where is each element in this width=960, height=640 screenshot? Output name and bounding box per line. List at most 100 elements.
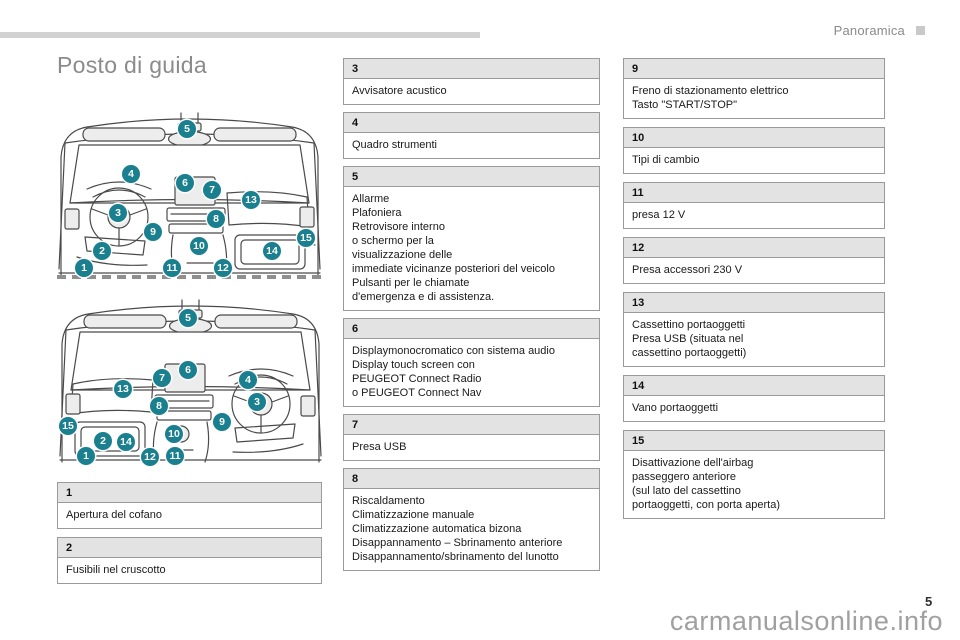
legend-item-line: (sul lato del cassettino xyxy=(632,485,741,497)
legend-item-line: Quadro strumenti xyxy=(352,139,437,151)
legend-item-line: Presa USB (situata nel xyxy=(632,333,744,345)
callout-badge-13: 13 xyxy=(242,191,260,209)
callout-badge-7: 7 xyxy=(203,181,221,199)
callout-badge-2: 2 xyxy=(94,432,112,450)
legend-item-line: immediate vicinanze posteriori del veico… xyxy=(352,263,555,275)
callout-badge-9: 9 xyxy=(213,413,231,431)
callout-badge-14: 14 xyxy=(117,433,135,451)
legend-item-line: cassettino portaoggetti) xyxy=(632,347,747,359)
page-number: 5 xyxy=(925,594,933,609)
top-accent-bar xyxy=(0,32,480,38)
legend-item-line: PEUGEOT Connect Radio xyxy=(352,373,482,385)
legend-item-number: 2 xyxy=(58,538,321,558)
legend-item-line: passeggero anteriore xyxy=(632,471,736,483)
legend-item-line: Pulsanti per le chiamate xyxy=(352,277,470,289)
legend-item-number: 3 xyxy=(344,59,599,79)
legend-item-line: Vano portaoggetti xyxy=(632,402,719,414)
legend-item-line: o PEUGEOT Connect Nav xyxy=(352,387,482,399)
legend-item-line: presa 12 V xyxy=(632,209,686,221)
section-label: Panoramica xyxy=(833,23,905,38)
legend-item-line: Fusibili nel cruscotto xyxy=(66,564,166,576)
legend-item-line: Freno di stazionamento elettrico xyxy=(632,85,789,97)
legend-item-text: Apertura del cofano xyxy=(58,503,321,528)
callout-badge-3: 3 xyxy=(109,204,127,222)
callout-badge-15: 15 xyxy=(297,229,315,247)
legend-item-line: Disappannamento – Sbrinamento anteriore xyxy=(352,537,563,549)
page-title: Posto di guida xyxy=(57,52,207,78)
legend-item-line: Tasto "START/STOP" xyxy=(632,99,738,111)
legend-item-line: Disappannamento/sbrinamento del lunotto xyxy=(352,551,559,563)
legend-item-number: 4 xyxy=(344,113,599,133)
callout-badge-14: 14 xyxy=(263,242,281,260)
legend-item-line: Tipi di cambio xyxy=(632,154,700,166)
callout-badge-5: 5 xyxy=(178,120,196,138)
callout-badge-15: 15 xyxy=(59,417,77,435)
section-marker-icon xyxy=(916,26,925,35)
legend-item-line: visualizzazione delle xyxy=(352,249,453,261)
legend-item-line: Climatizzazione manuale xyxy=(352,509,475,521)
callout-badge-7: 7 xyxy=(153,369,171,387)
legend-item-line: Retrovisore interno xyxy=(352,221,445,233)
legend-item-line: Apertura del cofano xyxy=(66,509,163,521)
callout-badge-1: 1 xyxy=(77,447,95,465)
legend-item-11: 11 presa 12 V xyxy=(623,182,885,229)
illustration-divider xyxy=(57,275,323,279)
legend-item-text: Fusibili nel cruscotto xyxy=(58,558,321,583)
callout-badge-10: 10 xyxy=(190,237,208,255)
callout-badge-3: 3 xyxy=(248,393,266,411)
callout-badge-10: 10 xyxy=(165,425,183,443)
callout-badge-8: 8 xyxy=(207,210,225,228)
callout-badge-4: 4 xyxy=(239,371,257,389)
callout-badge-12: 12 xyxy=(214,259,232,277)
callout-badge-9: 9 xyxy=(144,223,162,241)
callout-badge-11: 11 xyxy=(163,259,181,277)
callout-badge-4: 4 xyxy=(122,165,140,183)
legend-item-text: Avvisatore acustico xyxy=(344,79,599,104)
callout-badge-2: 2 xyxy=(93,242,111,260)
legend-item-number: 5 xyxy=(344,167,599,187)
callout-badge-8: 8 xyxy=(150,397,168,415)
legend-item-number: 15 xyxy=(624,431,884,451)
legend-item-line: Presa accessori 230 V xyxy=(632,264,743,276)
legend-item-text: Tipi di cambio xyxy=(624,148,884,173)
legend-item-text: Presa USB xyxy=(344,435,599,460)
legend-item-number: 7 xyxy=(344,415,599,435)
legend-item-line: Displaymonocromatico con sistema audio xyxy=(352,345,555,357)
legend-item-line: Allarme xyxy=(352,193,390,205)
legend-item-line: Presa USB xyxy=(352,441,407,453)
legend-item-line: Climatizzazione automatica bizona xyxy=(352,523,522,535)
legend-item-number: 12 xyxy=(624,238,884,258)
legend-item-line: d'emergenza e di assistenza. xyxy=(352,291,495,303)
legend-item-text: presa 12 V xyxy=(624,203,884,228)
legend-item-number: 11 xyxy=(624,183,884,203)
callout-badge-12: 12 xyxy=(141,448,159,466)
legend-item-line: Cassettino portaoggetti xyxy=(632,319,746,331)
legend-item-line: portaoggetti, con porta aperta) xyxy=(632,499,780,511)
legend-item-number: 9 xyxy=(624,59,884,79)
callout-badge-6: 6 xyxy=(176,174,194,192)
callout-badge-13: 13 xyxy=(114,380,132,398)
legend-item-text: Vano portaoggetti xyxy=(624,396,884,421)
watermark: carmanualsonline.info xyxy=(669,606,943,636)
callout-badge-5: 5 xyxy=(179,309,197,327)
